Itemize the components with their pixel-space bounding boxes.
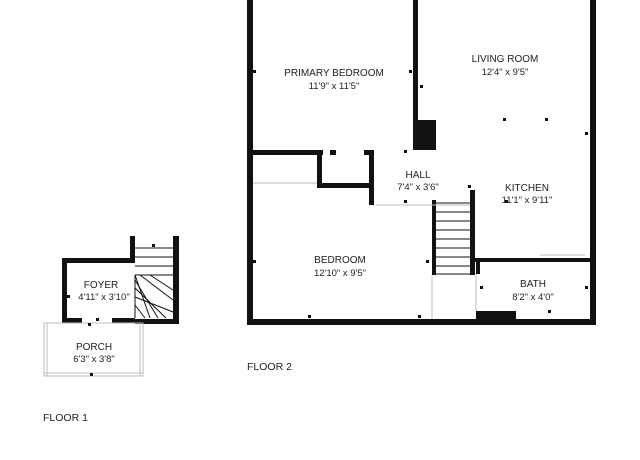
floor-2-plan: PRIMARY BEDROOM 11'9" x 11'5" LIVING ROO… [247,0,596,373]
foyer-north-wall [62,258,135,263]
closet-wall-south [317,183,372,188]
living-room-name: LIVING ROOM [472,54,539,65]
tick [404,150,407,153]
hall-name: HALL [405,170,430,181]
kitchen-dims: 11'1" x 9'11" [502,195,553,206]
stair-left-wall [130,236,135,263]
floor2-stairs [436,202,470,275]
bath-name: BATH [520,279,546,290]
foyer-name: FOYER [84,280,118,291]
tick [253,260,256,263]
tick [468,185,471,188]
tick [96,318,99,321]
porch-dims: 6'3" x 3'8" [73,354,115,365]
foyer-west-wall [62,258,67,320]
chimney-block [418,120,436,150]
living-room-dims: 12'4" x 9'5" [482,67,529,78]
foyer-east-wall [173,236,179,324]
tick [409,70,412,73]
floor-1-plan: FOYER 4'11" x 3'10" PORCH 6'3" x 3'8" FL… [43,236,179,424]
porch-name: PORCH [76,342,112,353]
floor-1-label: FLOOR 1 [43,412,88,424]
kitchen-name: KITCHEN [505,183,549,194]
floor1-stairs [134,247,174,319]
tick [88,323,91,326]
floor-2-label: FLOOR 2 [247,361,292,373]
tick [90,373,93,376]
tick [67,295,70,298]
tick [152,244,155,247]
tick [503,118,506,121]
tick [550,258,553,261]
tick [308,315,311,318]
primary-bedroom-name: PRIMARY BEDROOM [284,68,384,79]
porch-outline [43,322,144,377]
tick [253,70,256,73]
tick [426,260,429,263]
bath-west-stub [476,262,480,274]
bath-north-wall [470,258,590,262]
tick [418,315,421,318]
tick [420,85,423,88]
bedroom-dims: 12'10" x 9'5" [314,268,366,279]
tick [480,286,483,289]
closet-wall-west [317,150,322,188]
floor2-east-wall [590,0,596,325]
tick [585,132,588,135]
living-west-wall [413,0,418,150]
primary-bedroom-dims: 11'9" x 11'5" [309,81,360,92]
tick [545,118,548,121]
floor2-south-wall [247,319,596,325]
hall-dims: 7'4" x 3'6" [397,182,439,193]
bedroom-name: BEDROOM [314,255,366,266]
tick [585,286,588,289]
tick [404,200,407,203]
tick [505,200,508,203]
closet-wall-stub [330,150,336,155]
tick [548,310,551,313]
foyer-south-wall-mid [112,318,135,323]
foyer-south-wall-west [62,318,82,323]
bath-dims: 8'2" x 4'0" [512,292,554,303]
foyer-south-wall-east [135,319,179,324]
hall-west-wall [369,150,374,205]
foyer-dims: 4'11" x 3'10" [78,292,129,303]
floor2-west-wall [247,0,253,325]
stair-east-wall [470,190,475,275]
stair-west-wall [432,200,436,275]
bath-fixture-block [476,311,516,320]
primary-bedroom-south-wall [253,150,323,155]
floor2-window [330,319,376,325]
